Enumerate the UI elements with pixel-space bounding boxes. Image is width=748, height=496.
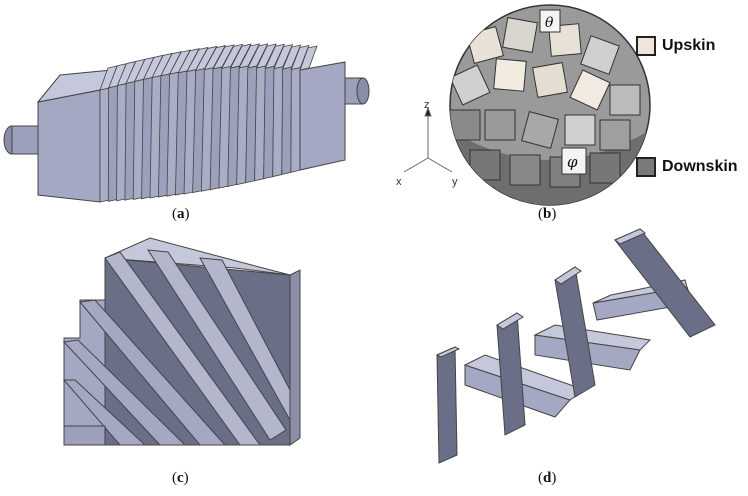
sphere-tile (599, 119, 631, 151)
axis-z-label: z (424, 99, 430, 111)
twist-slice-top (194, 45, 218, 72)
twist-slice-top (238, 43, 261, 69)
twist-slice-top (220, 43, 244, 69)
upskin-label: Upskin (662, 37, 716, 54)
twist-slice-top (203, 45, 227, 71)
twist-slice-top (264, 43, 285, 69)
twist-slice (99, 87, 110, 203)
axis-triad (403, 106, 453, 173)
twist-slice-top (255, 43, 277, 69)
twist-slice-top (160, 51, 182, 77)
sphere-tile (450, 64, 491, 106)
twist-slice (107, 85, 119, 202)
twisted-slices (99, 43, 318, 203)
caption-a: (a) (172, 206, 190, 222)
twist-slice-top (186, 46, 209, 73)
axis-x-label: x (396, 176, 402, 188)
twist-slice-top (281, 44, 302, 70)
caption-b: (b) (538, 206, 557, 222)
twist-slice (272, 66, 284, 178)
stepped-ribs-drawing (62, 237, 301, 446)
twist-slice-top (212, 44, 235, 70)
phi-label-box (561, 147, 587, 175)
sphere-tile (564, 114, 596, 146)
axis-y-label: y (452, 176, 458, 188)
sphere-tile (609, 84, 641, 116)
sphere-drawing: z x y θ φ (396, 4, 651, 206)
sphere-tile (469, 149, 501, 181)
twist-slice-top (177, 48, 200, 74)
phi-symbol: φ (567, 153, 578, 171)
caption-c: (c) (172, 470, 189, 486)
twist-slice-top (290, 44, 310, 71)
upskin-swatch (636, 36, 656, 56)
sphere-tile (569, 69, 611, 111)
theta-label-box (539, 9, 561, 33)
twist-slice-top (273, 44, 294, 70)
twisted-block-drawing (3, 43, 370, 203)
sphere-tile (502, 17, 538, 53)
twist-slice-top (229, 43, 252, 69)
panel-d-overhang-arms (425, 225, 725, 465)
twist-slice-top (247, 43, 269, 69)
sphere-tile (450, 109, 481, 141)
twist-slice (290, 67, 301, 173)
overhang-arms-drawing (435, 228, 716, 464)
sphere-tile (580, 35, 620, 75)
sphere-tile (509, 154, 541, 186)
sphere-tile (493, 58, 527, 92)
downskin-swatch (636, 157, 656, 177)
panel-a-twisted-block (0, 30, 380, 210)
panel-b-sphere: z x y θ φ Upskin Downskin (390, 0, 748, 210)
sphere-tile (589, 152, 621, 184)
twist-slice-top (168, 49, 191, 75)
downskin-label: Downskin (662, 158, 738, 175)
twist-slice (281, 66, 293, 175)
caption-d: (d) (538, 470, 557, 486)
theta-symbol: θ (545, 15, 554, 31)
sphere-tile (484, 109, 516, 141)
panel-c-stepped-ribs (50, 230, 350, 460)
sphere-tile (521, 111, 559, 149)
sphere-tile (532, 62, 568, 98)
